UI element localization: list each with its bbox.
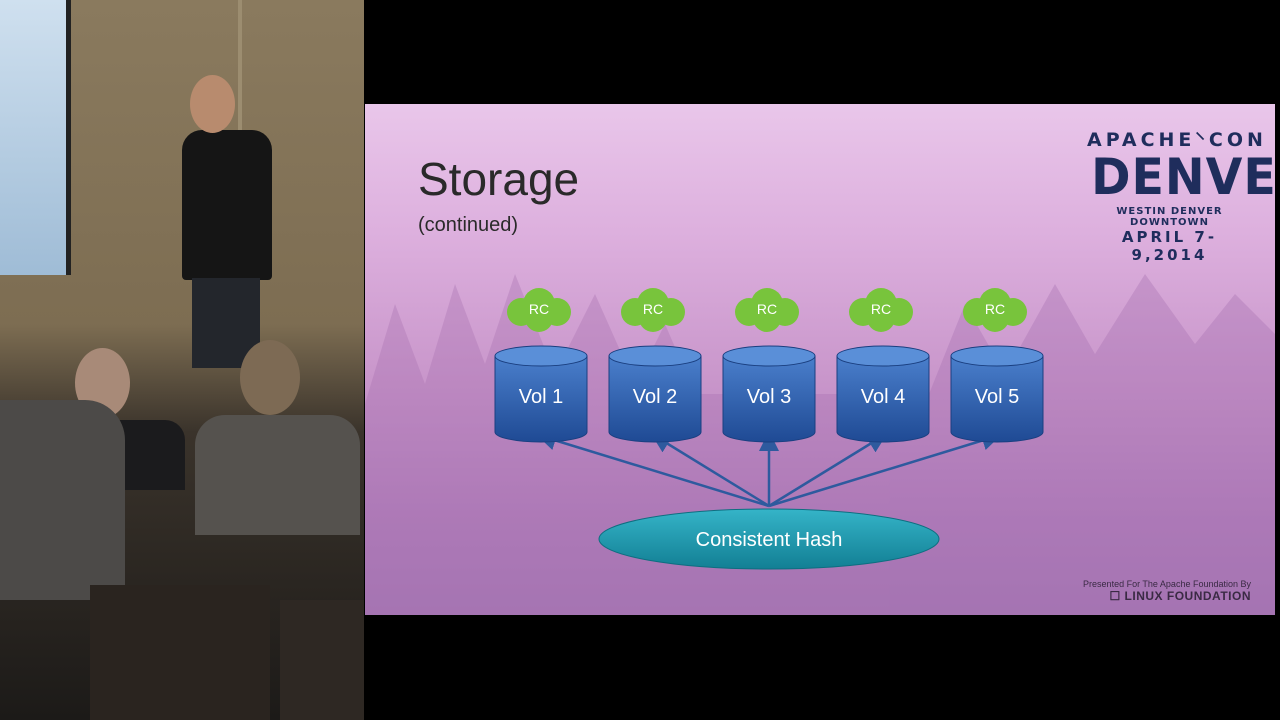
presenter [182, 130, 272, 280]
audience-body [195, 415, 360, 535]
cache-label: RC [529, 301, 549, 317]
cache-label: RC [757, 301, 777, 317]
hash-label: Consistent Hash [696, 529, 843, 551]
volume-label: Vol 2 [633, 386, 677, 408]
hash-arrow [536, 430, 770, 508]
speaker-video [0, 0, 364, 720]
diagram: Vol 1 RC Vol 2 RC Vol 3 RC Vol 4 RC Vol 5 RC Cons… [365, 274, 1275, 615]
apachecon-logo: APACHE⸌CON DENVER WESTIN DENVER DOWNTOWN… [1087, 126, 1275, 264]
consistent-hash-node: Consistent Hash [598, 508, 940, 570]
cache-label: RC [643, 301, 663, 317]
volume-3: Vol 3 RC [722, 288, 816, 443]
cache-cloud: RC [735, 288, 799, 332]
hash-arrow [768, 433, 888, 508]
cache-label: RC [985, 301, 1005, 317]
cache-cloud: RC [507, 288, 571, 332]
chair [90, 585, 270, 720]
footer-text: Presented For The Apache Foundation By [1083, 579, 1251, 589]
volume-label: Vol 5 [975, 386, 1019, 408]
cache-cloud: RC [963, 288, 1027, 332]
presentation-slide: Vol 1 RC Vol 2 RC Vol 3 RC Vol 4 RC Vol 5 RC Cons… [365, 104, 1275, 615]
forest-silhouette [365, 274, 1275, 615]
volume-4: Vol 4 RC [836, 288, 930, 443]
hash-arrow [650, 433, 770, 508]
linux-foundation-footer: Presented For The Apache Foundation By ☐… [1083, 579, 1251, 603]
slide-subtitle: (continued) [418, 214, 519, 236]
logo-line: APRIL 7-9,2014 [1121, 228, 1218, 264]
cache-cloud: RC [849, 288, 913, 332]
presenter-head [190, 75, 235, 133]
logo-line: WESTIN DENVER DOWNTOWN [1116, 206, 1223, 228]
footer-logo: ☐ LINUX FOUNDATION [1109, 589, 1251, 603]
logo-line: DENVER [1091, 148, 1275, 206]
chair [280, 600, 364, 720]
volume-label: Vol 4 [861, 386, 905, 408]
slide-title: Storage [418, 153, 580, 205]
volume-label: Vol 1 [519, 386, 563, 408]
volume-2: Vol 2 RC [608, 288, 702, 443]
projector-screen [0, 0, 71, 275]
cache-cloud: RC [621, 288, 685, 332]
volume-5: Vol 5 RC [950, 288, 1044, 443]
volume-1: Vol 1 RC [494, 288, 588, 443]
hash-arrow [768, 430, 1002, 508]
logo-line: APACHE⸌CON [1087, 129, 1267, 151]
audience-body [0, 400, 125, 600]
audience-head [240, 340, 300, 415]
volume-label: Vol 3 [747, 386, 791, 408]
cache-label: RC [871, 301, 891, 317]
